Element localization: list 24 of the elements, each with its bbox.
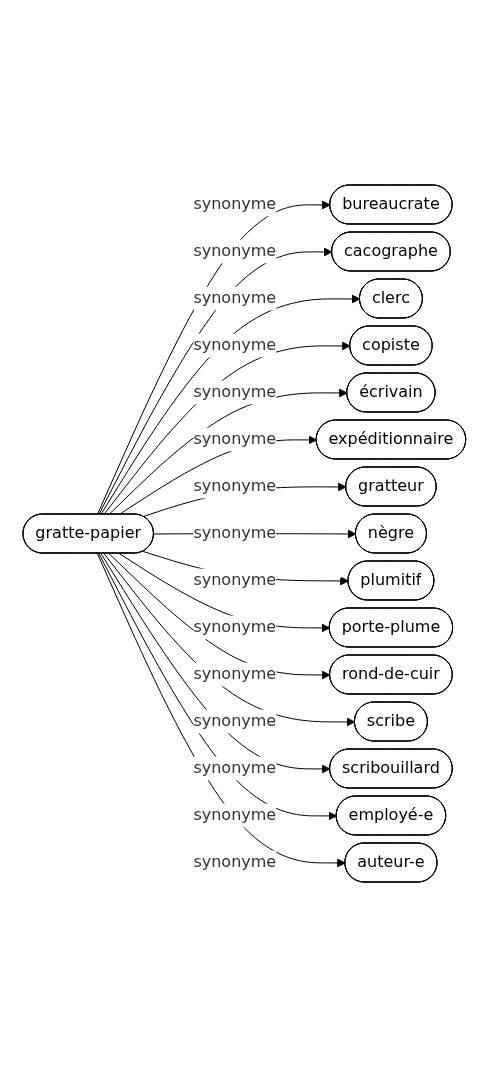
edge-label: synonyme xyxy=(193,617,276,637)
edge-label: synonyme xyxy=(193,241,276,261)
arrow xyxy=(103,553,356,727)
edge-label: synonyme xyxy=(193,758,276,778)
arrow xyxy=(100,294,361,515)
edge-label: synonyme xyxy=(193,288,276,308)
arrow xyxy=(108,553,331,680)
edge-label: synonyme xyxy=(193,805,276,825)
arrow xyxy=(98,247,333,515)
edge-label: synonyme xyxy=(193,852,276,872)
arrow xyxy=(98,553,337,821)
arrow xyxy=(100,553,331,774)
edge-label: synonyme xyxy=(193,194,276,214)
edge-label: synonyme xyxy=(193,664,276,684)
edge-label: synonyme xyxy=(193,335,276,355)
edge-label: synonyme xyxy=(193,476,276,496)
edge-label: synonyme xyxy=(193,711,276,731)
arrow xyxy=(108,388,348,515)
edge-label: synonyme xyxy=(193,570,276,590)
arrow xyxy=(118,553,330,633)
edge-label: synonyme xyxy=(193,523,276,543)
arrow xyxy=(103,341,351,515)
edge-label: synonyme xyxy=(193,429,276,449)
edge-label: synonyme xyxy=(193,382,276,402)
